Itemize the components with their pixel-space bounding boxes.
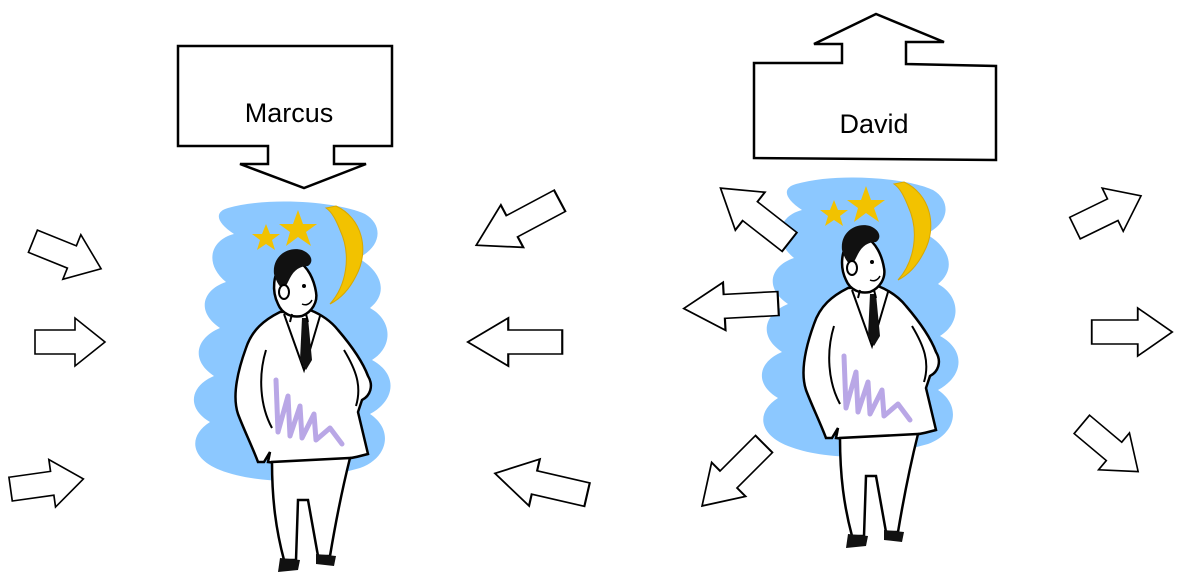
block-arrow-icon <box>463 178 573 268</box>
left-figure-group: Marcus <box>6 44 594 572</box>
block-arrow-icon <box>1065 405 1155 491</box>
block-arrow-icon <box>1090 307 1174 357</box>
block-arrow-icon <box>466 316 564 368</box>
block-arrow-icon <box>6 454 88 514</box>
block-arrow-icon <box>1063 173 1153 251</box>
block-arrow-icon <box>488 448 594 520</box>
right-figure-group: David <box>681 12 1174 548</box>
marcus-label: Marcus <box>245 98 334 128</box>
block-arrow-icon <box>34 317 106 367</box>
marcus-name-box <box>176 44 394 190</box>
marcus-illustration <box>194 201 391 572</box>
block-arrow-icon <box>681 278 781 334</box>
block-arrow-icon <box>684 426 782 524</box>
block-arrow-icon <box>23 218 111 292</box>
david-label: David <box>839 109 908 139</box>
david-name-box <box>752 12 998 162</box>
